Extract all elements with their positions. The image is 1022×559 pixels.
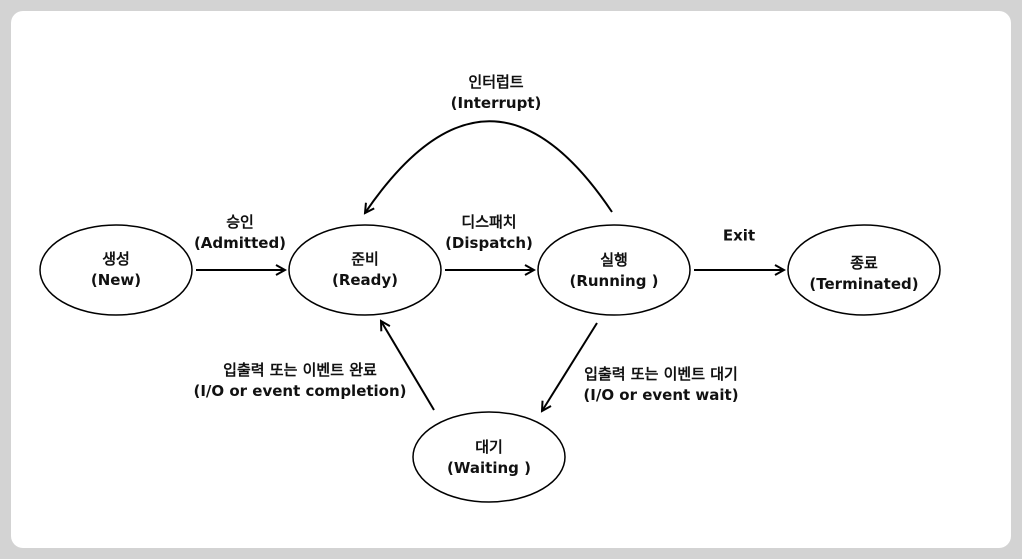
- transition-dispatch-en: (Dispatch): [445, 234, 533, 252]
- transition-interrupt-en: (Interrupt): [450, 94, 542, 112]
- transition-exit-en: Exit: [722, 226, 756, 245]
- transition-io-complete-ko: 입출력 또는 이벤트 완료: [223, 361, 377, 379]
- state-new-label: 생성 (New): [91, 249, 141, 291]
- state-running-en: (Running ): [569, 272, 659, 290]
- transition-io-complete-label: 입출력 또는 이벤트 완료 (I/O or event completion): [193, 360, 406, 402]
- arrow-interrupt: [365, 120, 613, 213]
- state-running-label: 실행 (Running ): [569, 250, 658, 292]
- transition-exit-label: Exit: [723, 226, 755, 247]
- state-terminated-node: [787, 224, 941, 316]
- transition-io-wait-en: (I/O or event wait): [583, 386, 739, 404]
- state-terminated-en: (Terminated): [809, 275, 919, 293]
- state-waiting-node: [412, 411, 566, 503]
- transition-interrupt-label: 인터럽트 (Interrupt): [451, 72, 542, 114]
- transition-dispatch-label: 디스패치 (Dispatch): [445, 212, 533, 254]
- state-ready-node: [288, 224, 442, 316]
- transition-admitted-ko: 승인: [226, 213, 254, 231]
- transition-io-wait-label: 입출력 또는 이벤트 대기 (I/O or event wait): [583, 364, 738, 406]
- state-waiting-ko: 대기: [475, 438, 503, 456]
- state-new-ko: 생성: [102, 250, 130, 268]
- transition-io-wait-ko: 입출력 또는 이벤트 대기: [584, 365, 738, 383]
- transition-dispatch-ko: 디스패치: [461, 213, 517, 231]
- state-waiting-label: 대기 (Waiting ): [447, 437, 531, 479]
- state-new-node: [39, 224, 193, 316]
- state-terminated-ko: 종료: [850, 254, 878, 272]
- transition-admitted-en: (Admitted): [193, 234, 287, 252]
- state-waiting-en: (Waiting ): [447, 459, 531, 477]
- transition-interrupt-ko: 인터럽트: [468, 73, 524, 91]
- state-terminated-label: 종료 (Terminated): [809, 253, 918, 295]
- state-running-ko: 실행: [600, 251, 628, 269]
- state-new-en: (New): [90, 271, 142, 289]
- state-ready-ko: 준비: [351, 250, 379, 268]
- state-ready-en: (Ready): [331, 271, 399, 289]
- transition-admitted-label: 승인 (Admitted): [194, 212, 286, 254]
- arrow-io-wait: [542, 322, 598, 411]
- arrow-io-complete: [381, 321, 435, 411]
- state-running-node: [537, 224, 691, 316]
- state-ready-label: 준비 (Ready): [332, 249, 398, 291]
- transition-io-complete-en: (I/O or event completion): [193, 382, 407, 400]
